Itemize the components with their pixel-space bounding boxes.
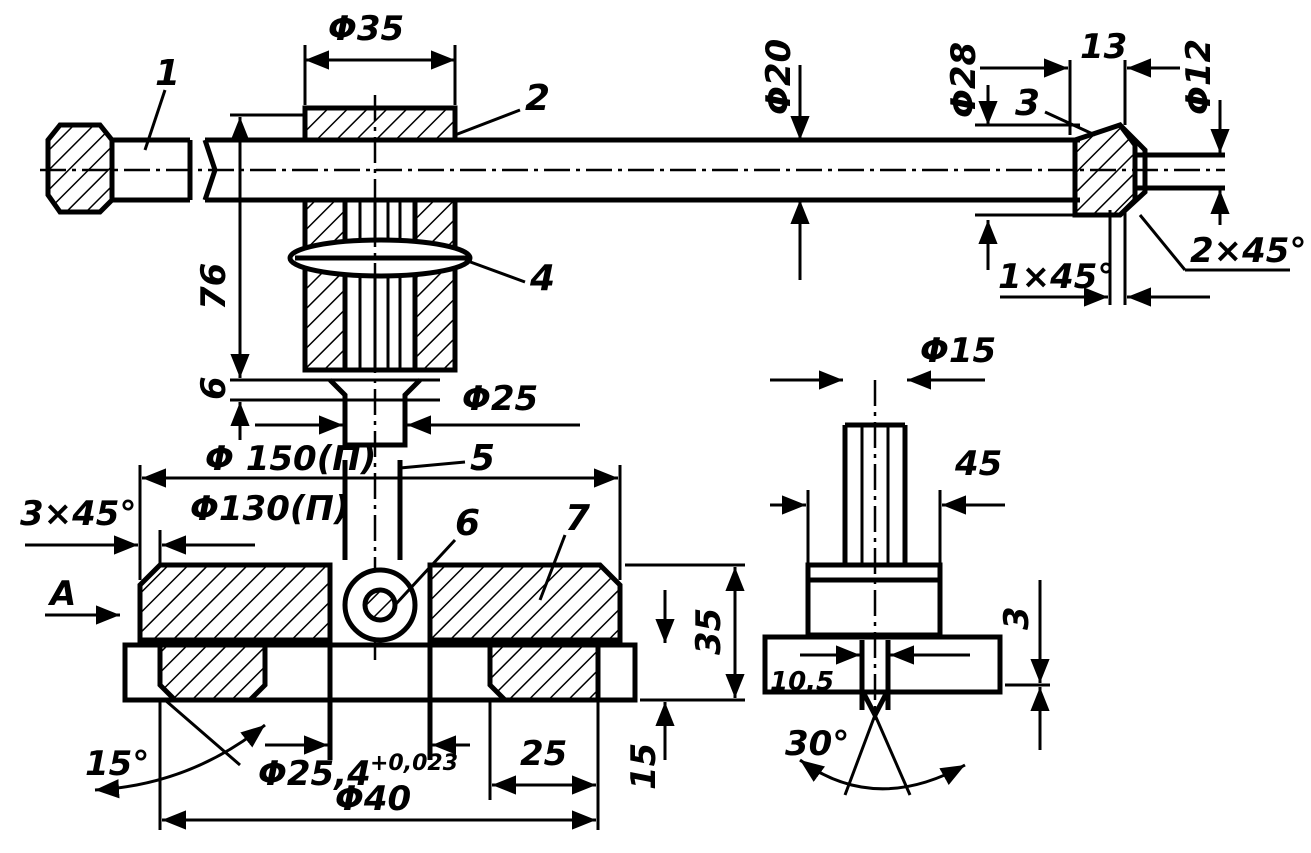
part-6-label: 6 xyxy=(455,503,480,544)
handle-rod xyxy=(40,122,1225,218)
dim-15-deg: 15° xyxy=(85,744,149,784)
part-7-label: 7 xyxy=(565,498,590,539)
part-1-label: 1 xyxy=(155,53,180,94)
dim-3: 3 xyxy=(997,606,1037,630)
dim-d35: Φ35 xyxy=(328,9,404,49)
dim-d25: Φ25 xyxy=(462,379,538,419)
part-3-label: 3 xyxy=(1015,83,1040,124)
dim-13: 13 xyxy=(1080,27,1127,67)
dim-1x45: 1×45° xyxy=(998,257,1114,297)
dim-d12: Φ12 xyxy=(1179,39,1219,115)
dim-d130: Φ130(П) xyxy=(190,489,349,529)
dim-76: 76 xyxy=(194,263,234,310)
part-5-label: 5 xyxy=(470,438,495,479)
dim-tolerance: +0,023 xyxy=(370,751,458,776)
dim-35: 35 xyxy=(689,608,729,655)
dim-d25-4: Φ25,4 xyxy=(258,754,371,794)
dim-d150: Φ 150(П) xyxy=(205,439,376,479)
view-a-label: A xyxy=(47,574,76,614)
dim-3x45: 3×45° xyxy=(20,494,136,534)
base-plate xyxy=(122,562,638,760)
dim-10-5: 10,5 xyxy=(770,667,834,697)
detail-view xyxy=(762,380,1003,796)
dim-15-vertical: 15 xyxy=(624,743,664,790)
dim-2x45: 2×45° xyxy=(1190,231,1306,271)
dim-d40: Φ40 xyxy=(335,779,411,819)
dim-6: 6 xyxy=(194,376,234,400)
dim-25: 25 xyxy=(520,734,567,774)
dimension-labels: Φ35 Φ20 Φ28 13 Φ12 2×45° 1×45° 76 6 Φ25 … xyxy=(20,9,1306,819)
dim-45: 45 xyxy=(954,444,1002,484)
part-labels: 1 2 3 4 5 6 7 xyxy=(143,53,1096,607)
rod-end-cap xyxy=(1072,122,1138,218)
dim-d15: Φ15 xyxy=(920,331,996,371)
dim-d28: Φ28 xyxy=(944,42,984,118)
part-4-label: 4 xyxy=(529,258,555,299)
sleeve xyxy=(287,95,473,660)
dim-30-deg: 30° xyxy=(785,724,849,764)
dimension-lines xyxy=(25,45,1290,830)
dim-d20: Φ20 xyxy=(759,39,799,115)
rod-end-knob xyxy=(45,122,115,215)
part-2-label: 2 xyxy=(525,78,550,119)
